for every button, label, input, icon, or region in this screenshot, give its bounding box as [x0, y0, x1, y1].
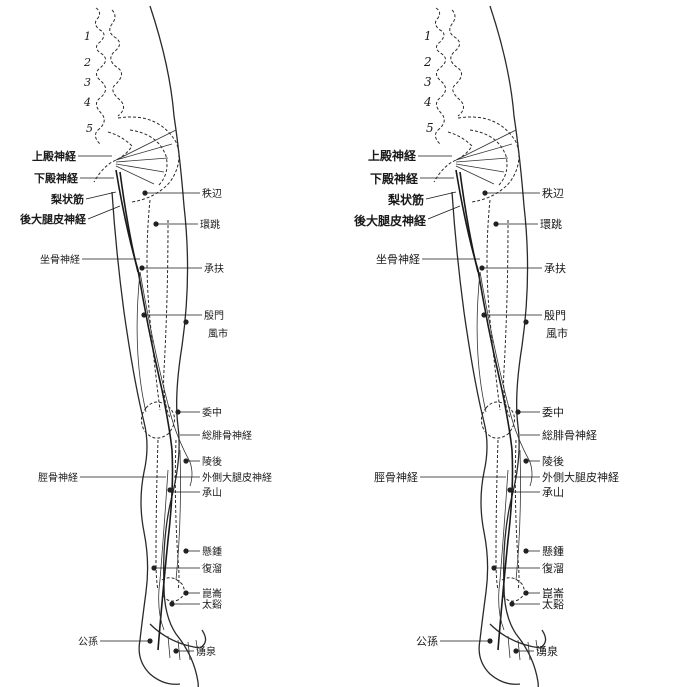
vertebra-label: 3: [424, 75, 432, 89]
label-yanglingquan: 陵後: [202, 455, 222, 468]
label-gongsun: 公孫: [416, 635, 438, 648]
label-chengshan: 承山: [202, 487, 222, 499]
label-kunlun: 崑崙: [202, 588, 222, 600]
vertebra-label: 5: [426, 121, 434, 135]
label-tibial-nerve: 脛骨神経: [38, 471, 78, 484]
label-superior-gluteal-nerve: 上殿神経: [32, 149, 77, 163]
label-yongquan: 湧泉: [536, 644, 558, 658]
vertebra-label: 4: [83, 96, 91, 109]
label-gongsun: 公孫: [78, 636, 98, 648]
label-yinmen: 殷門: [544, 309, 566, 322]
label-common-peroneal-nerve: 総腓骨神経: [202, 429, 252, 442]
label-chengfu: 承扶: [544, 261, 566, 275]
label-piriformis: 梨状筋: [387, 192, 424, 207]
label-weizhong: 委中: [202, 406, 222, 419]
label-inferior-gluteal-nerve: 下殿神経: [34, 171, 79, 185]
label-yanglingquan: 陵後: [542, 454, 564, 468]
label-sciatic-nerve: 坐骨神経: [376, 252, 420, 266]
label-fuliu: 復溜: [542, 561, 564, 575]
left-leg-illustration: [78, 6, 206, 687]
label-fuliu: 復溜: [202, 562, 222, 575]
label-huantiao: 環跳: [200, 218, 220, 231]
label-common-peroneal-nerve: 総腓骨神経: [542, 428, 597, 442]
label-weizhong: 委中: [542, 406, 564, 419]
label-lateral-cutaneous-nerve: 外側大腿皮神経: [202, 471, 272, 484]
left-figure: 1 2 3 4 5 上殿神経 下殿神経 梨状筋 後大腿皮神経 坐骨神経 脛骨神経…: [20, 6, 272, 687]
label-piriformis: 梨状筋: [50, 192, 84, 206]
right-leg-illustration: [418, 6, 546, 687]
label-yinmen: 殷門: [204, 310, 224, 322]
label-taixi: 太谿: [202, 598, 222, 611]
label-chengfu: 承扶: [204, 262, 224, 275]
right-figure: 1 2 3 4 5 上殿神経 下殿神経 梨状筋 後大腿皮神経 坐骨神経 脛骨神経…: [354, 6, 619, 687]
label-inferior-gluteal-nerve: 下殿神経: [370, 171, 419, 186]
vertebra-label: 3: [84, 76, 91, 89]
vertebra-label: 1: [424, 29, 432, 43]
label-fengshi: 風市: [546, 326, 568, 340]
vertebra-label: 5: [86, 122, 93, 135]
label-sciatic-nerve: 坐骨神経: [40, 253, 80, 266]
vertebra-label: 2: [83, 56, 91, 69]
label-superior-gluteal-nerve: 上殿神経: [368, 148, 417, 163]
label-taixi: 太谿: [542, 598, 564, 611]
label-xuanzhong: 懸鍾: [542, 544, 564, 558]
vertebra-label: 2: [423, 55, 432, 69]
label-chengshan: 承山: [542, 486, 564, 499]
vertebra-label: 4: [423, 95, 432, 109]
label-posterior-femoral-cutaneous-nerve: 後大腿皮神経: [354, 213, 427, 228]
label-fengshi: 風市: [208, 327, 228, 340]
label-yongquan: 湧泉: [196, 645, 216, 658]
label-zhibian: 秩辺: [542, 187, 564, 200]
label-tibial-nerve: 脛骨神経: [374, 470, 418, 484]
label-lateral-cutaneous-nerve: 外側大腿皮神経: [542, 470, 619, 484]
vertebra-label: 1: [84, 30, 91, 43]
label-huantiao: 環跳: [540, 217, 562, 231]
label-xuanzhong: 懸鍾: [202, 545, 222, 558]
label-posterior-femoral-cutaneous-nerve: 後大腿皮神経: [20, 212, 87, 226]
label-zhibian: 秩辺: [202, 188, 222, 200]
